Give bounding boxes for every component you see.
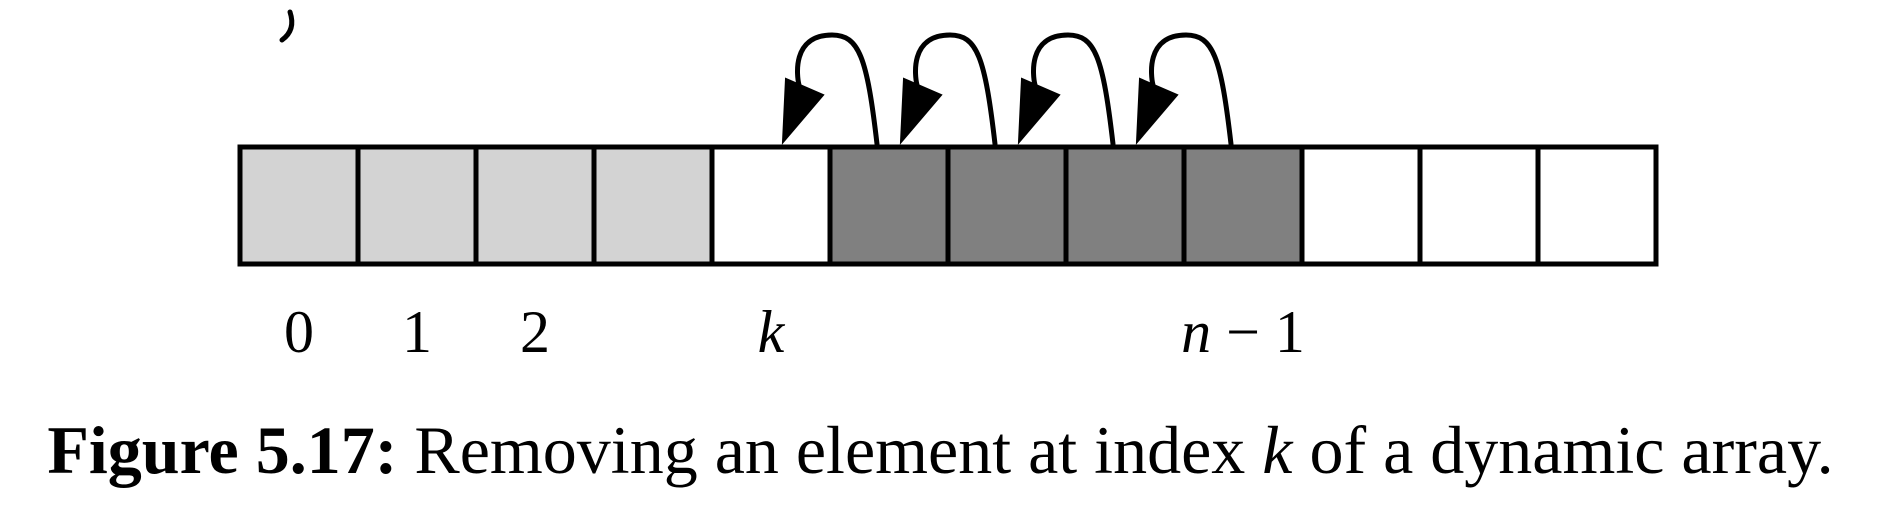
array-cell-4-removed [709,144,833,267]
arrowhead-6 [1017,77,1061,145]
array-cell-5-shifted [827,144,951,267]
shift-arrow-8-to-7 [1148,32,1234,147]
caption-text-after: of a dynamic array. [1292,412,1834,488]
array-cell-6-shifted [945,144,1069,267]
array-cells [237,144,1659,267]
shift-arrow-6-to-5 [912,32,998,147]
figure-caption: Figure 5.17: Removing an element at inde… [0,410,1881,490]
shift-arrow-7-to-6 [1030,32,1116,147]
arrowhead-5 [899,77,943,145]
array-cell-3-kept [591,144,715,267]
array-cell-0-kept [237,144,361,267]
array-cell-2-kept [473,144,597,267]
index-label-2: 2 [520,299,550,365]
array-cell-9-empty [1299,144,1423,267]
shift-arrows [781,32,1234,147]
index-label-4: k [758,299,786,365]
array-cell-7-shifted [1063,144,1187,267]
array-cell-8-shifted [1181,144,1305,267]
array-cell-1-kept [355,144,479,267]
shift-arrow-5-to-4 [794,32,880,147]
caption-text-before: Removing an element at index [397,412,1263,488]
index-labels: 0 1 2 k n − 1 [284,299,1305,365]
index-label-8: n − 1 [1181,299,1305,365]
array-cell-10-empty [1417,144,1541,267]
caption-variable: k [1262,412,1293,488]
arrowhead-7 [1135,77,1179,145]
caption-label: Figure 5.17: [47,412,398,488]
array-cell-11-empty [1535,144,1659,267]
arrowhead-4 [781,77,825,145]
index-label-1: 1 [402,299,432,365]
index-label-0: 0 [284,299,314,365]
stray-mark [279,9,295,43]
